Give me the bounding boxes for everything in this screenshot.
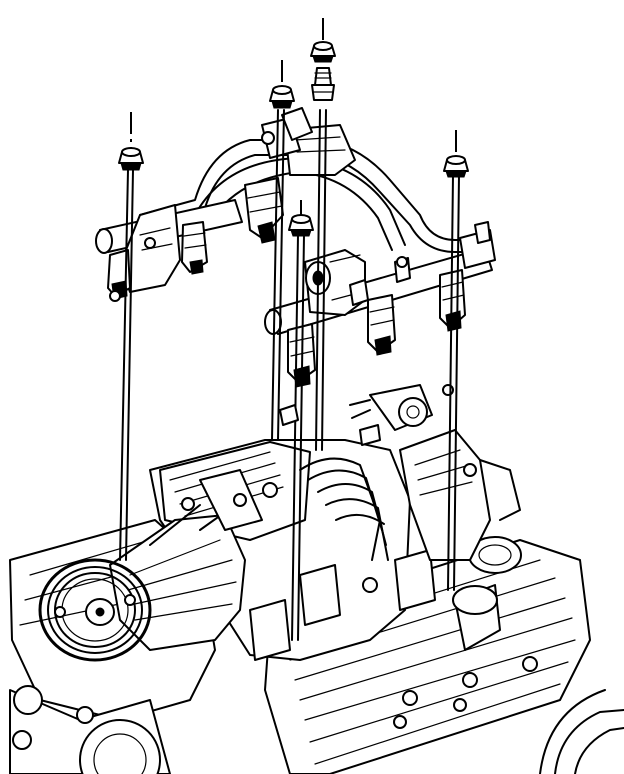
- belt-pulley: [38, 558, 152, 662]
- mounting-studs: [119, 109, 460, 641]
- fittings: [109, 256, 408, 446]
- injector-2: [107, 249, 131, 300]
- nut-right: [443, 155, 469, 178]
- injector-4: [367, 294, 396, 356]
- nut-center-left: [269, 85, 295, 109]
- valve-cover-bolts: [393, 656, 538, 729]
- injector-3: [244, 177, 284, 244]
- centerlines: [130, 18, 457, 218]
- injector-1: [181, 221, 208, 275]
- supercharger-snout: [109, 469, 263, 651]
- nut-left: [118, 147, 144, 171]
- nut-center: [288, 214, 314, 237]
- fuel-rail: [95, 107, 496, 335]
- nut-top: [310, 41, 336, 101]
